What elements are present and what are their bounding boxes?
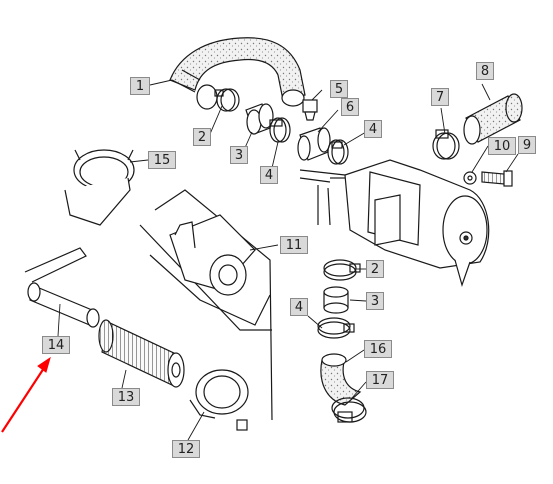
sleeve-lower-3 [323,286,349,314]
callout-10: 10 [488,137,516,155]
callout-3: 3 [366,292,384,310]
callout-9: 9 [518,136,536,154]
callout-7: 7 [431,88,449,106]
callout-13: 13 [112,388,140,406]
filter-element-part [98,319,185,388]
callout-16: 16 [364,340,392,358]
callout-14: 14 [42,336,70,354]
clamp-lower-4 [317,317,355,339]
sleeve-upper [245,103,274,135]
callout-1: 1 [130,77,150,95]
callout-6: 6 [341,98,359,116]
clamp-7-part [432,129,460,160]
elbow-hose-16 [320,353,362,406]
callout-4: 4 [364,120,382,138]
callout-15: 15 [148,151,176,169]
callout-2: 2 [193,128,211,146]
callout-2: 2 [366,260,384,278]
clamp-upper-left [214,88,240,112]
assembled-cleaner-sketch [149,214,271,326]
clamp-lower-17 [331,397,367,423]
callout-11: 11 [280,236,308,254]
leader-lines [57,79,519,441]
callout-12: 12 [172,440,200,458]
callout-4: 4 [260,166,278,184]
callout-3: 3 [230,146,248,164]
callout-5: 5 [330,80,348,98]
upper-hose-part [169,37,306,110]
small-valve-part [302,99,318,121]
end-cap-part [189,369,249,431]
callout-4: 4 [290,298,308,316]
washer-part [463,171,477,185]
pointer-arrow [1,356,51,433]
clamp-upper-mid [269,117,291,143]
connector-tube-part [297,127,331,161]
mounting-bracket-part [64,149,135,226]
rubber-hose-part [463,93,523,145]
callout-17: 17 [366,371,394,389]
clamp-right-mid [327,139,349,165]
clamp-lower-2 [323,259,361,281]
air-cleaner-housing [299,159,490,288]
callout-8: 8 [476,62,494,80]
safety-element-part [24,247,100,328]
bolt-part [481,170,513,187]
